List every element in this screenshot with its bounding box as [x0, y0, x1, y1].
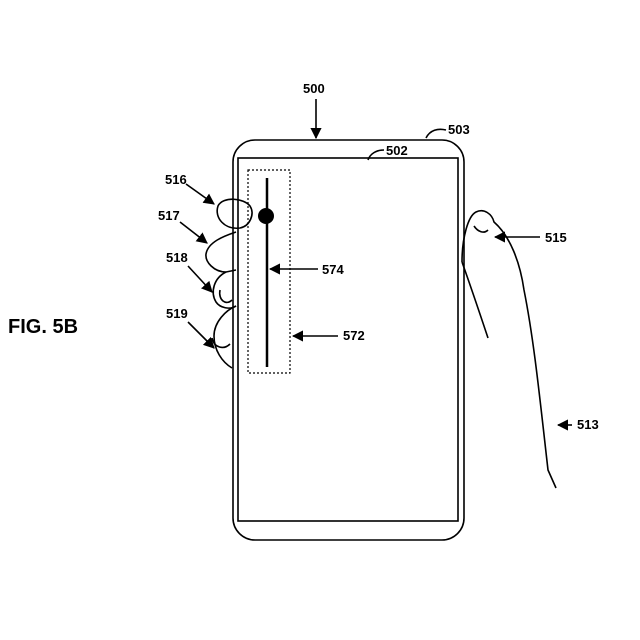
slider-knob [258, 208, 274, 224]
leader-503 [426, 129, 446, 138]
ref-513: 513 [577, 417, 599, 432]
arrow-516 [186, 184, 214, 204]
ref-503: 503 [448, 122, 470, 137]
arrow-519 [188, 322, 214, 348]
ref-515: 515 [545, 230, 567, 245]
ref-502: 502 [386, 143, 408, 158]
ref-500: 500 [303, 81, 325, 96]
ref-516: 516 [165, 172, 187, 187]
ref-519: 519 [166, 306, 188, 321]
ref-574: 574 [322, 262, 344, 277]
right-hand [462, 211, 556, 488]
figure-label: FIG. 5B [8, 316, 78, 338]
ref-518: 518 [166, 250, 188, 265]
arrow-517 [180, 222, 207, 243]
slider-region [248, 170, 290, 373]
ref-572: 572 [343, 328, 365, 343]
arrow-518 [188, 266, 212, 292]
left-fingers [206, 199, 252, 368]
ref-517: 517 [158, 208, 180, 223]
